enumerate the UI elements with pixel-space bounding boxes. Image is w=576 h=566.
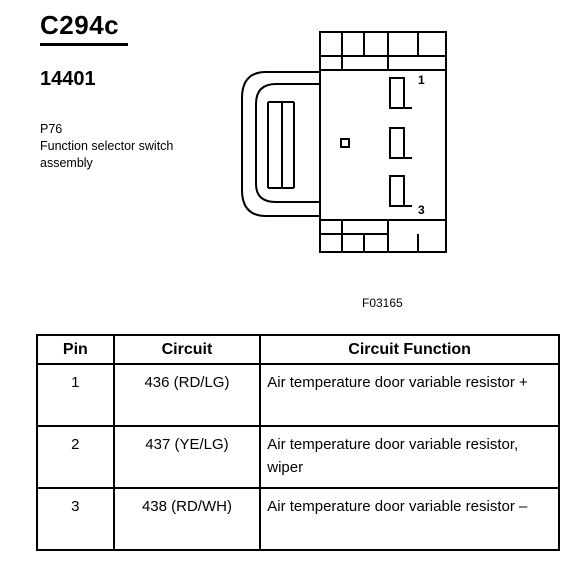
table-row: 1 436 (RD/LG) Air temperature door varia…: [36, 363, 560, 427]
connector-housing: [319, 31, 447, 253]
pin-cavity-3: [389, 175, 405, 207]
pinout-table: Pin Circuit Circuit Function 1 436 (RD/L…: [36, 334, 560, 551]
pin-label-1: 1: [418, 73, 425, 87]
circuit-function: Air temperature door variable resistor +: [259, 363, 560, 427]
pin-number: 3: [36, 487, 115, 551]
latch-inner: [255, 83, 320, 203]
circuit-code: 436 (RD/LG): [112, 363, 262, 427]
table-row: 3 438 (RD/WH) Air temperature door varia…: [36, 487, 560, 551]
circuit-function: Air temperature door variable resistor, …: [259, 425, 560, 489]
header-circuit-function: Circuit Function: [259, 334, 560, 365]
pin-cavity-2: [389, 127, 405, 159]
connector-designator: P76: [40, 122, 63, 136]
connector-id-underline: [40, 43, 128, 46]
latch-outer: [241, 71, 320, 217]
circuit-code: 438 (RD/WH): [112, 487, 262, 551]
pin-label-3: 3: [418, 203, 425, 217]
table-header-row: Pin Circuit Circuit Function: [36, 334, 560, 365]
header-pin: Pin: [36, 334, 115, 365]
pin-number: 2: [36, 425, 115, 489]
connector-face-drawing: 1 3: [241, 31, 447, 253]
center-key: [340, 138, 350, 148]
header-circuit: Circuit: [112, 334, 262, 365]
pin-cavity-1: [389, 77, 405, 109]
figure-code: F03165: [362, 296, 403, 310]
pin-number: 1: [36, 363, 115, 427]
table-row: 2 437 (YE/LG) Air temperature door varia…: [36, 425, 560, 489]
connector-description: Function selector switch assembly: [40, 139, 174, 170]
circuit-function: Air temperature door variable resistor –: [259, 487, 560, 551]
circuit-code: 437 (YE/LG): [112, 425, 262, 489]
part-number: 14401: [40, 68, 96, 90]
connector-id: C294c: [40, 10, 120, 40]
